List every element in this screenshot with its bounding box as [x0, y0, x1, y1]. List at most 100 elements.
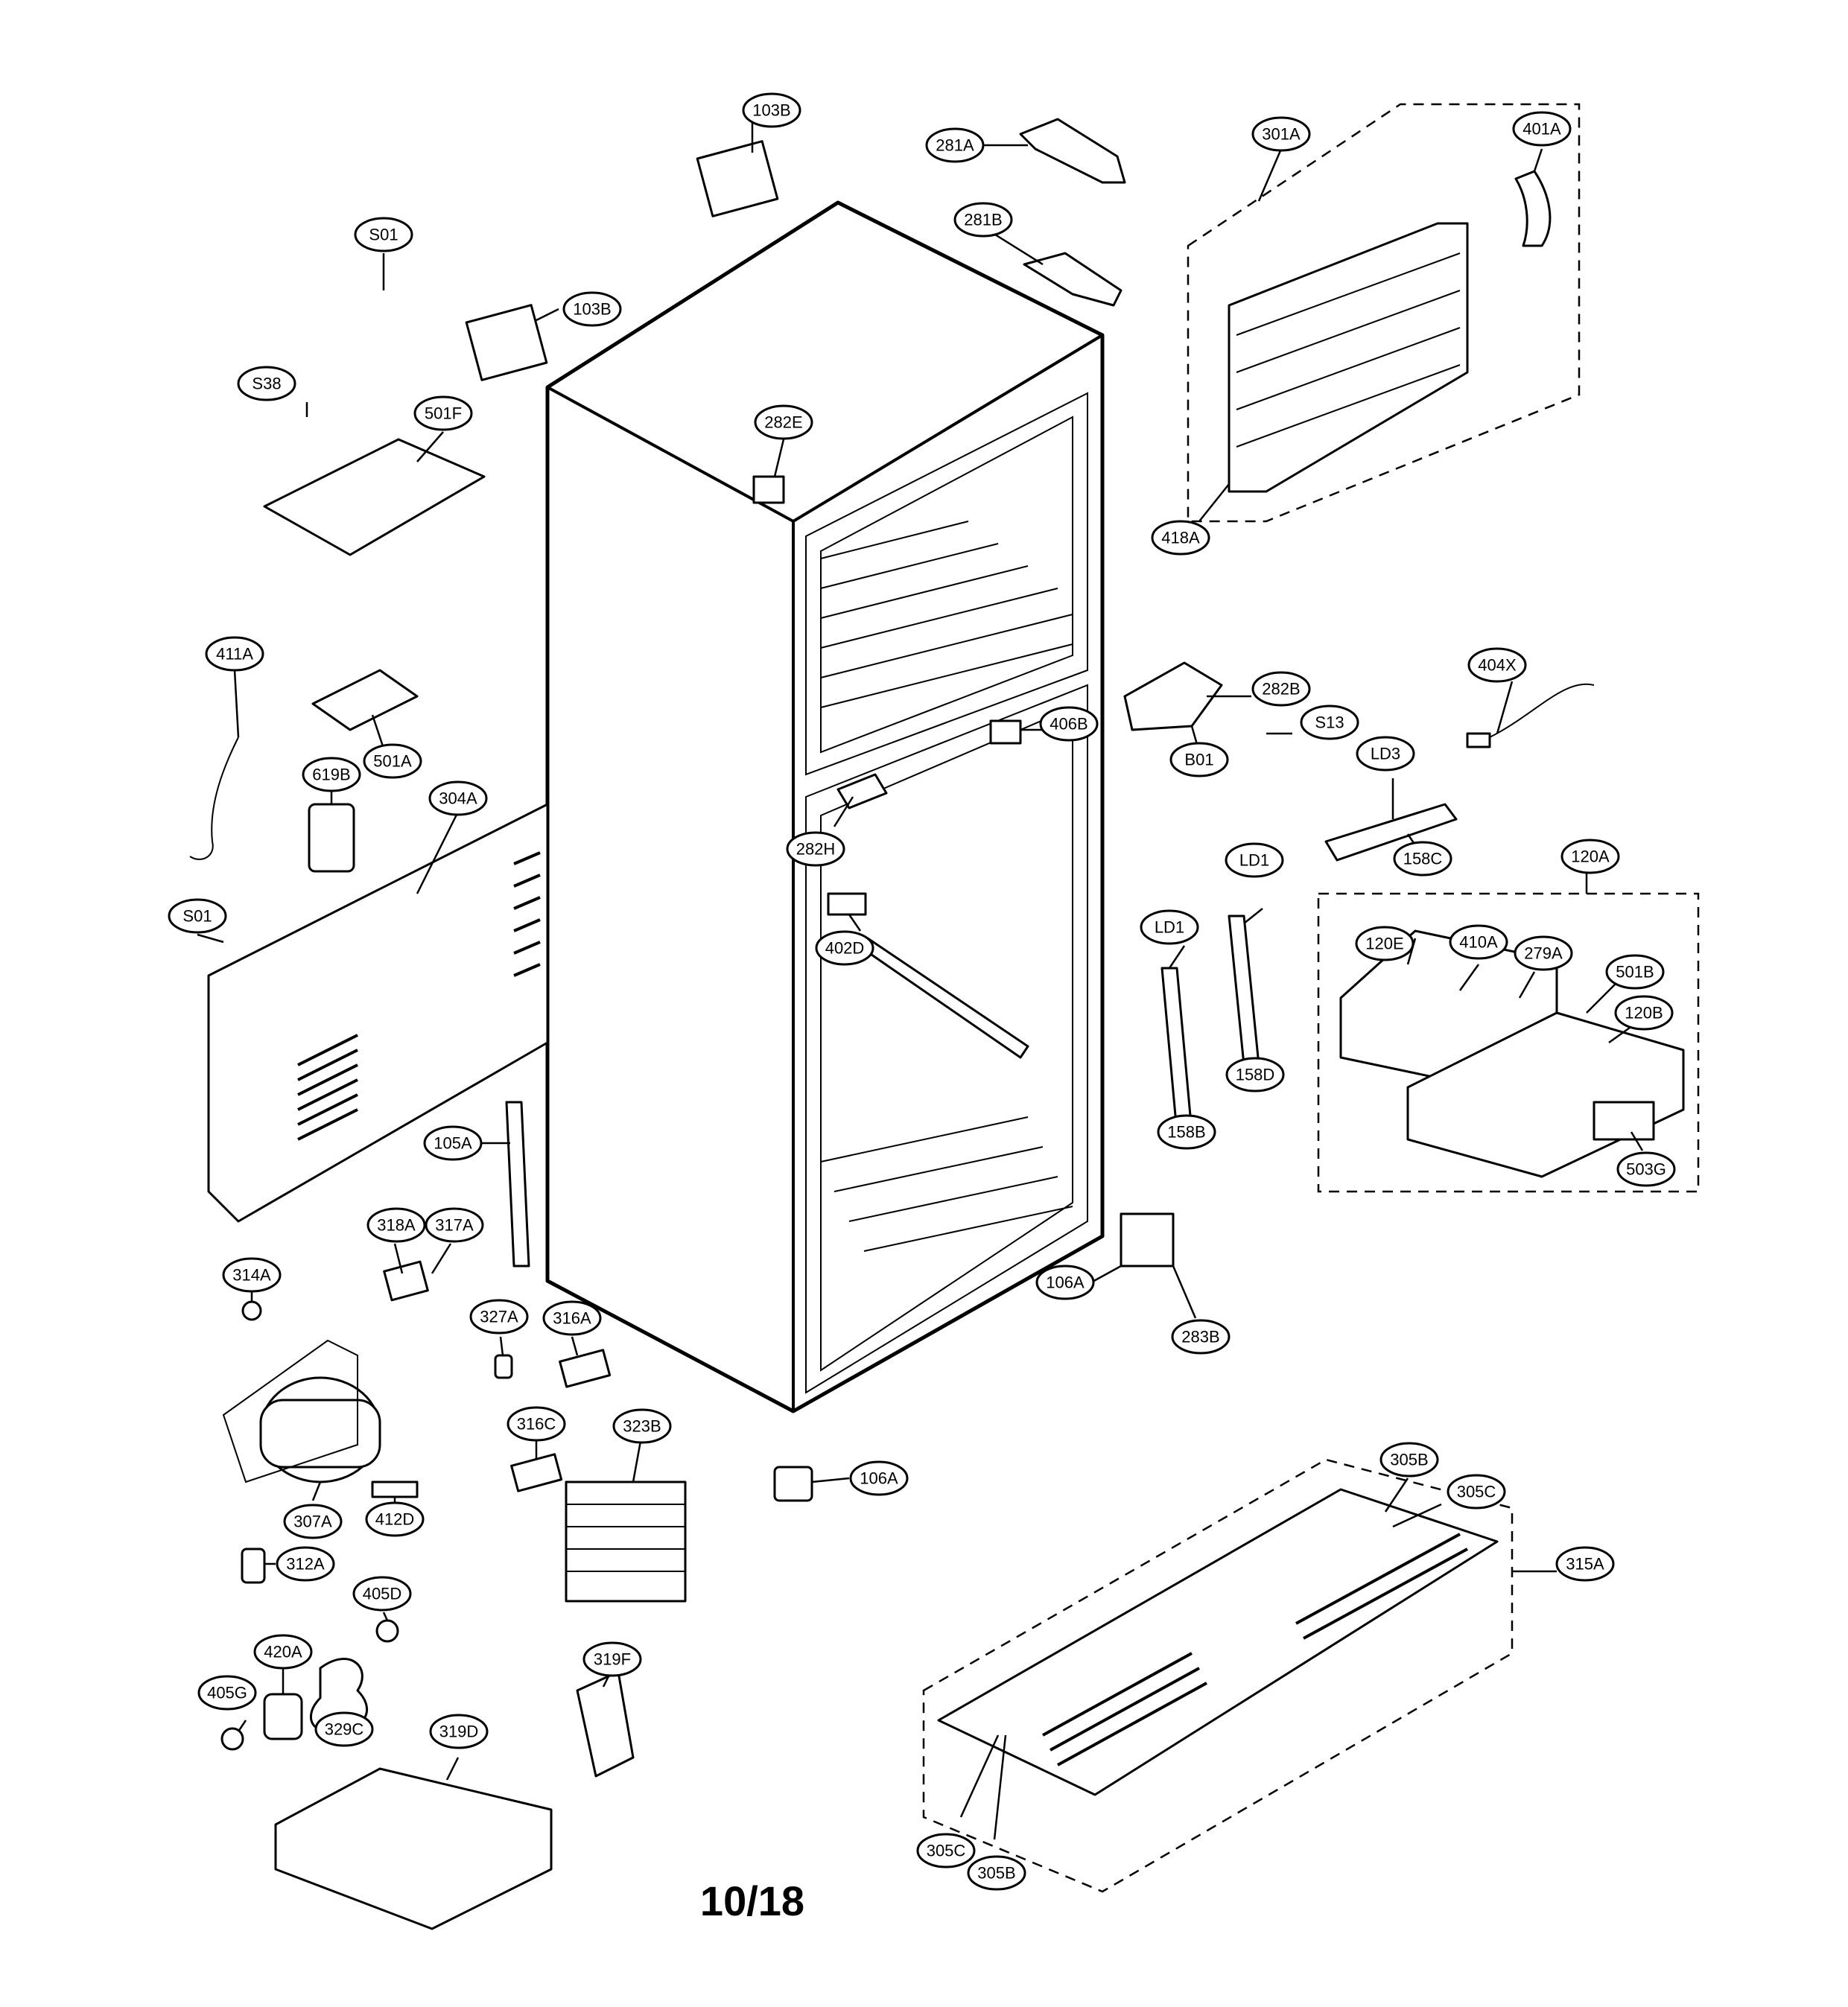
callout-label: S01 — [182, 907, 212, 926]
middle-hinge — [1123, 661, 1223, 731]
callout-label: 158D — [1236, 1066, 1275, 1084]
cover-plate — [263, 438, 486, 556]
callout-405d: 405D — [352, 1576, 412, 1612]
callout-317a: 317A — [425, 1207, 484, 1243]
callout-label: 305C — [927, 1842, 966, 1860]
callout-418a: 418A — [1151, 520, 1210, 556]
callout-106a-2: 106A — [849, 1460, 909, 1496]
callout-balloon — [507, 1406, 566, 1442]
cover-bracket-103b-top — [696, 140, 779, 217]
callout-label: 282B — [1262, 680, 1300, 699]
callout-label: 323B — [623, 1417, 661, 1436]
callout-323b: 323B — [612, 1408, 672, 1444]
callout-label: 106A — [1046, 1273, 1085, 1292]
callout-label: 158B — [1167, 1123, 1205, 1142]
callout-balloon — [1605, 954, 1665, 990]
callout-label: 412D — [375, 1510, 415, 1529]
power-cord — [189, 737, 239, 860]
lamp-assembly-ld3 — [1324, 803, 1458, 862]
callout-label: 158C — [1403, 850, 1443, 868]
bottom-plate-assembly — [922, 1458, 1514, 1893]
callout-balloon — [237, 366, 296, 401]
callout-327a: 327A — [469, 1299, 529, 1335]
callout-balloon — [967, 1855, 1026, 1891]
callout-balloon — [1300, 704, 1359, 740]
callout-balloon — [925, 127, 985, 163]
machine-base-housing — [274, 1767, 553, 1930]
callout-label: 307A — [293, 1513, 332, 1531]
grommet-405g — [220, 1727, 244, 1751]
callout-120a: 120A — [1560, 839, 1620, 874]
callout-balloon — [469, 1299, 529, 1335]
callout-label: 410A — [1459, 933, 1498, 952]
callout-label: 619B — [312, 766, 350, 784]
control-box-assembly — [1317, 892, 1700, 1193]
callout-balloon — [1035, 1265, 1095, 1300]
callout-305c-2: 305C — [916, 1833, 976, 1868]
callout-balloon — [1616, 1151, 1676, 1187]
callout-label: 120E — [1365, 935, 1403, 953]
callout-304a: 304A — [428, 780, 488, 816]
leader-lines — [197, 112, 1644, 1840]
callout-label: 305B — [977, 1864, 1015, 1883]
callout-balloon — [429, 1714, 489, 1749]
display-panel — [1593, 1101, 1655, 1141]
callout-label: 312A — [286, 1555, 325, 1574]
callout-label: 501B — [1616, 963, 1654, 982]
callout-402d: 402D — [815, 930, 874, 966]
callout-282e: 282E — [754, 404, 813, 440]
relay-318a — [383, 1260, 429, 1302]
callout-balloon — [1467, 647, 1527, 683]
callout-label: 301A — [1262, 125, 1301, 144]
wire-harness-connector — [1514, 170, 1552, 247]
callout-label: 305C — [1457, 1483, 1496, 1501]
fridge-floor-ribs — [820, 1116, 1073, 1252]
callout-label: 281A — [936, 136, 974, 155]
callout-label: 402D — [825, 939, 865, 958]
bracket-106a-right — [1120, 1212, 1175, 1268]
callout-319f: 319F — [582, 1641, 642, 1677]
callout-balloon — [1555, 1546, 1615, 1582]
callout-312a: 312A — [276, 1546, 335, 1582]
callout-balloon — [786, 831, 845, 867]
callout-balloon — [366, 1207, 426, 1243]
callout-balloon — [314, 1711, 374, 1747]
callout-label: LD1 — [1155, 918, 1184, 937]
callout-label: 315A — [1566, 1555, 1604, 1574]
callout-label: 314A — [232, 1266, 271, 1285]
callout-balloon — [253, 1634, 313, 1670]
bottom-plate-vents — [1042, 1533, 1468, 1766]
callout-balloon — [1447, 1474, 1506, 1510]
callout-label: 405D — [363, 1585, 402, 1603]
callout-balloon — [742, 92, 801, 128]
callout-120e: 120E — [1355, 926, 1414, 961]
callout-307a: 307A — [283, 1504, 343, 1539]
compressor — [222, 1339, 381, 1483]
callout-balloon — [953, 202, 1013, 238]
callout-120b: 120B — [1614, 995, 1674, 1031]
cover-vent-slots — [297, 851, 541, 1141]
callout-s38: S38 — [237, 366, 296, 401]
callout-158c: 158C — [1393, 841, 1452, 877]
callout-412d: 412D — [365, 1501, 425, 1537]
callout-balloon — [542, 1300, 602, 1336]
callout-label: 120B — [1625, 1004, 1663, 1022]
top-hinge-cover — [1019, 118, 1126, 184]
callout-283b: 283B — [1171, 1319, 1231, 1355]
callout-406b: 406B — [1039, 706, 1099, 742]
bracket-402d — [827, 892, 867, 916]
grommet-314a — [241, 1300, 262, 1321]
callout-label: S01 — [369, 226, 398, 244]
callout-label: 406B — [1050, 715, 1087, 734]
callout-305b-2: 305B — [967, 1855, 1026, 1891]
callout-label: LD3 — [1371, 745, 1400, 763]
callout-label: 282H — [796, 840, 836, 859]
callout-label: 319F — [594, 1650, 631, 1669]
callout-balloon — [1514, 935, 1573, 971]
callout-balloon — [1356, 736, 1415, 772]
callout-balloon — [363, 743, 422, 779]
callout-label: 501A — [373, 752, 412, 771]
callout-315a: 315A — [1555, 1546, 1615, 1582]
callout-503g: 503G — [1616, 1151, 1676, 1187]
